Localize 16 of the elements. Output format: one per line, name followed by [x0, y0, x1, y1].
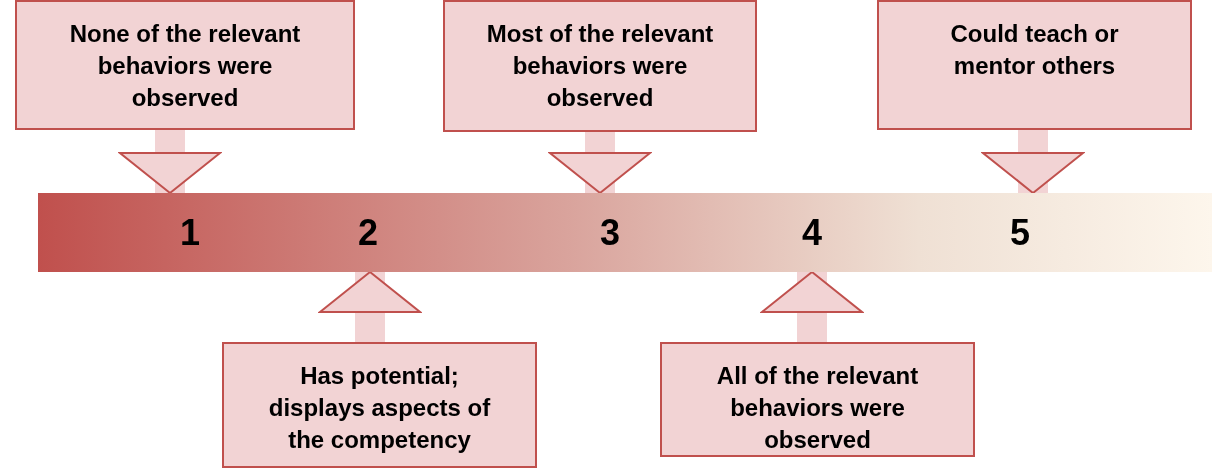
- callout-box: Most of the relevant behaviors were observed: [443, 0, 757, 132]
- callout-box: Could teach or mentor others: [877, 0, 1192, 130]
- scale-number: 3: [600, 212, 620, 254]
- callout-box: All of the relevant behaviors were observed: [660, 342, 975, 457]
- scale-number: 2: [358, 212, 378, 254]
- gradient-scale-bar: [38, 193, 1212, 272]
- scale-number: 5: [1010, 212, 1030, 254]
- scale-number: 4: [802, 212, 822, 254]
- callout-box: Has potential; displays aspects of the competency: [222, 342, 537, 468]
- block-arrow: [761, 271, 863, 343]
- scale-number: 1: [180, 212, 200, 254]
- block-arrow: [119, 129, 221, 194]
- block-arrow: [549, 131, 651, 194]
- callout-box: None of the relevant behaviors were observed: [15, 0, 355, 130]
- block-arrow: [982, 129, 1084, 194]
- block-arrow: [319, 271, 421, 343]
